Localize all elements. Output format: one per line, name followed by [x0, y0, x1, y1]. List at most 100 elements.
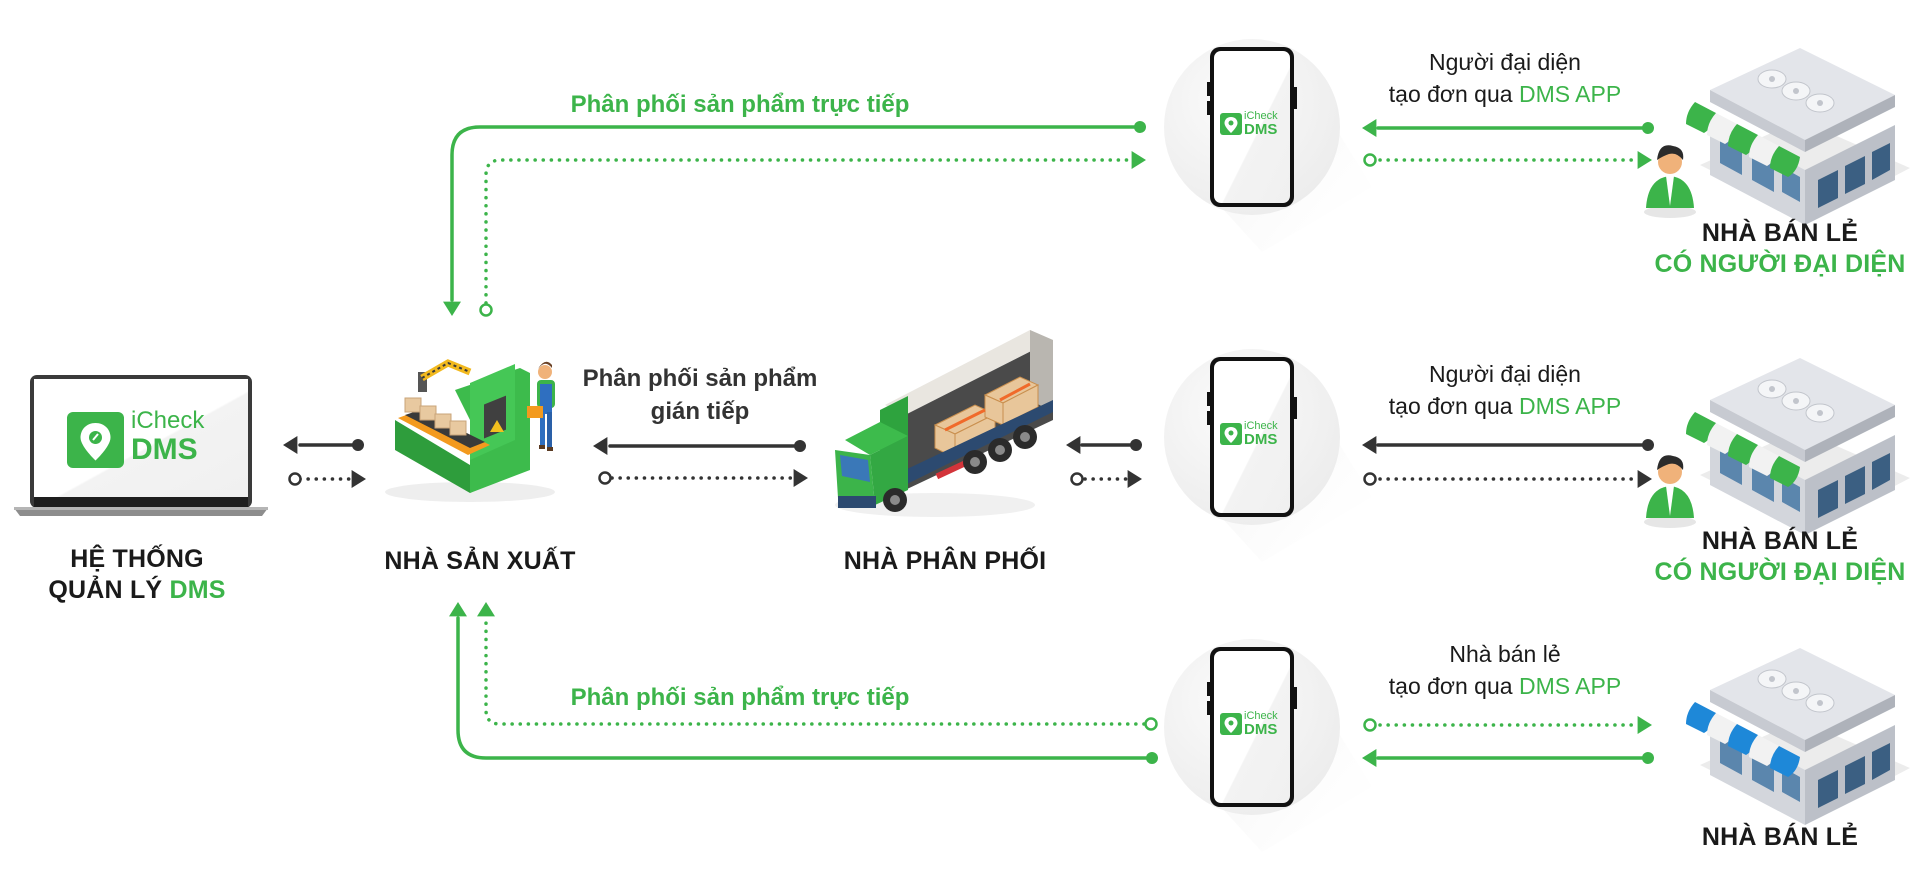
store-icon — [1686, 648, 1910, 825]
smartphone-icon — [1164, 39, 1372, 252]
retailer-label-2-line2: CÓ NGƯỜI ĐẠI DIỆN — [1654, 558, 1906, 586]
arrow-start-dot — [1642, 439, 1654, 451]
arrowhead — [283, 436, 298, 454]
order-flow-label-1: Người đại diện tạo đơn qua DMS APP — [1355, 46, 1655, 110]
indirect-distribution-label: Phân phối sản phẩm gián tiếp — [570, 362, 830, 428]
order-flow-1-prefix: tạo đơn qua — [1388, 81, 1519, 107]
arrowhead — [443, 301, 461, 316]
arrowhead — [1066, 436, 1081, 454]
retailer-label-2-line1: NHÀ BÁN LẺ — [1701, 527, 1859, 555]
arrow-start-ring — [598, 471, 612, 485]
arrow-start-dot — [1642, 752, 1654, 764]
dms-system-label: HỆ THỐNG QUẢN LÝ DMS — [37, 544, 237, 606]
arrowhead — [351, 470, 366, 488]
order-flow-2-line1: Người đại diện — [1429, 361, 1581, 387]
retailer-label-1-line2: CÓ NGƯỜI ĐẠI DIỆN — [1654, 250, 1906, 278]
order-flow-3-line1: Nhà bán lẻ — [1449, 641, 1561, 667]
arrowhead — [593, 437, 608, 455]
arrow-start-dot — [1134, 121, 1146, 133]
manufacturer-label: NHÀ SẢN XUẤT — [384, 547, 576, 575]
worker-icon — [527, 361, 555, 451]
arrowhead — [1131, 151, 1146, 169]
arrow-start-dot — [1642, 122, 1654, 134]
phone-logo-bottom: DMS — [1244, 431, 1278, 448]
order-flow-2-line2: tạo đơn qua DMS APP — [1355, 390, 1655, 422]
retailer-label-1-line1: NHÀ BÁN LẺ — [1701, 219, 1859, 247]
smartphone-icon — [1164, 639, 1372, 852]
retailer-label-2: NHÀ BÁN LẺ CÓ NGƯỜI ĐẠI DIỆN — [1640, 526, 1920, 588]
store-with-representative-icon — [1644, 358, 1910, 535]
order-flow-label-3: Nhà bán lẻ tạo đơn qua DMS APP — [1355, 638, 1655, 702]
dms-system-label-line2: QUẢN LÝ DMS — [37, 575, 237, 606]
phone-logo-top: iCheck — [1244, 710, 1278, 722]
arrow-start-ring — [288, 472, 302, 486]
factory-icon — [385, 359, 555, 502]
arrow-start-dot — [794, 440, 806, 452]
store-with-representative-icon — [1644, 48, 1910, 225]
phone-logo-bottom: DMS — [1244, 721, 1278, 738]
truck-icon — [835, 330, 1053, 517]
laptop-logo-top: iCheck — [131, 407, 205, 434]
arrow-start-ring — [1363, 153, 1377, 167]
indirect-distribution-line2: gián tiếp — [650, 398, 750, 425]
direct-bottom-dotted-arrow — [484, 616, 1146, 726]
arrow-start-ring — [1070, 472, 1084, 486]
arrowhead — [449, 602, 467, 617]
laptop-logo-text: iCheck DMS — [131, 408, 204, 466]
dms-system-label-line1: HỆ THỐNG — [70, 545, 204, 573]
arrow-start-ring — [1363, 472, 1377, 486]
icheck-dms-logo — [1220, 113, 1242, 135]
icheck-dms-logo — [67, 412, 124, 468]
laptop-icon — [14, 375, 268, 516]
order-flow-3-line2: tạo đơn qua DMS APP — [1355, 670, 1655, 702]
indirect-distribution-line1: Phân phối sản phẩm — [582, 365, 818, 392]
arrowhead — [1127, 470, 1142, 488]
sales-representative-icon — [1644, 455, 1696, 528]
direct-distribution-bottom-label: Phân phối sản phẩm trực tiếp — [570, 684, 910, 711]
arrow-start-ring — [1144, 717, 1158, 731]
arrowhead — [1362, 436, 1377, 454]
direct-top-dotted-arrow — [484, 158, 1132, 305]
arrowhead — [477, 602, 495, 617]
dms-system-label-prefix: QUẢN LÝ — [48, 576, 170, 604]
retailer-label-3-line1: NHÀ BÁN LẺ — [1701, 823, 1859, 851]
phone-logo-bottom: DMS — [1244, 121, 1278, 138]
arrowhead — [793, 469, 808, 487]
smartphone-icon — [1164, 349, 1372, 562]
arrowhead — [1637, 151, 1652, 169]
order-flow-3-highlight: DMS APP — [1518, 673, 1622, 699]
retailer-label-1: NHÀ BÁN LẺ CÓ NGƯỜI ĐẠI DIỆN — [1640, 218, 1920, 280]
phone-logo-top: iCheck — [1244, 420, 1278, 432]
icheck-dms-logo — [1220, 423, 1242, 445]
arrowhead — [1637, 470, 1652, 488]
icheck-dms-logo — [1220, 713, 1242, 735]
laptop-logo-bottom: DMS — [131, 433, 198, 466]
order-flow-label-2: Người đại diện tạo đơn qua DMS APP — [1355, 358, 1655, 422]
order-flow-3-prefix: tạo đơn qua — [1388, 673, 1519, 699]
arrow-start-dot — [1130, 439, 1142, 451]
arrowhead — [1362, 119, 1377, 137]
order-flow-2-prefix: tạo đơn qua — [1388, 393, 1519, 419]
arrow-start-ring — [1363, 718, 1377, 732]
arrow-start-dot — [352, 439, 364, 451]
arrowhead — [1362, 749, 1377, 767]
order-flow-1-highlight: DMS APP — [1518, 81, 1622, 107]
phone-logo-top: iCheck — [1244, 110, 1278, 122]
direct-top-solid-arrow — [450, 125, 1142, 302]
distributor-label: NHÀ PHÂN PHỐI — [843, 547, 1047, 575]
order-flow-1-line1: Người đại diện — [1429, 49, 1581, 75]
direct-bottom-solid-arrow — [456, 616, 1154, 760]
arrowhead — [1637, 716, 1652, 734]
direct-distribution-top-label: Phân phối sản phẩm trực tiếp — [570, 91, 910, 118]
arrow-start-ring — [479, 303, 493, 317]
sales-representative-icon — [1644, 145, 1696, 218]
order-flow-2-highlight: DMS APP — [1518, 393, 1622, 419]
order-flow-1-line2: tạo đơn qua DMS APP — [1355, 78, 1655, 110]
dms-system-label-highlight: DMS — [169, 576, 226, 604]
arrow-start-dot — [1146, 752, 1158, 764]
retailer-label-3: NHÀ BÁN LẺ — [1640, 822, 1920, 853]
